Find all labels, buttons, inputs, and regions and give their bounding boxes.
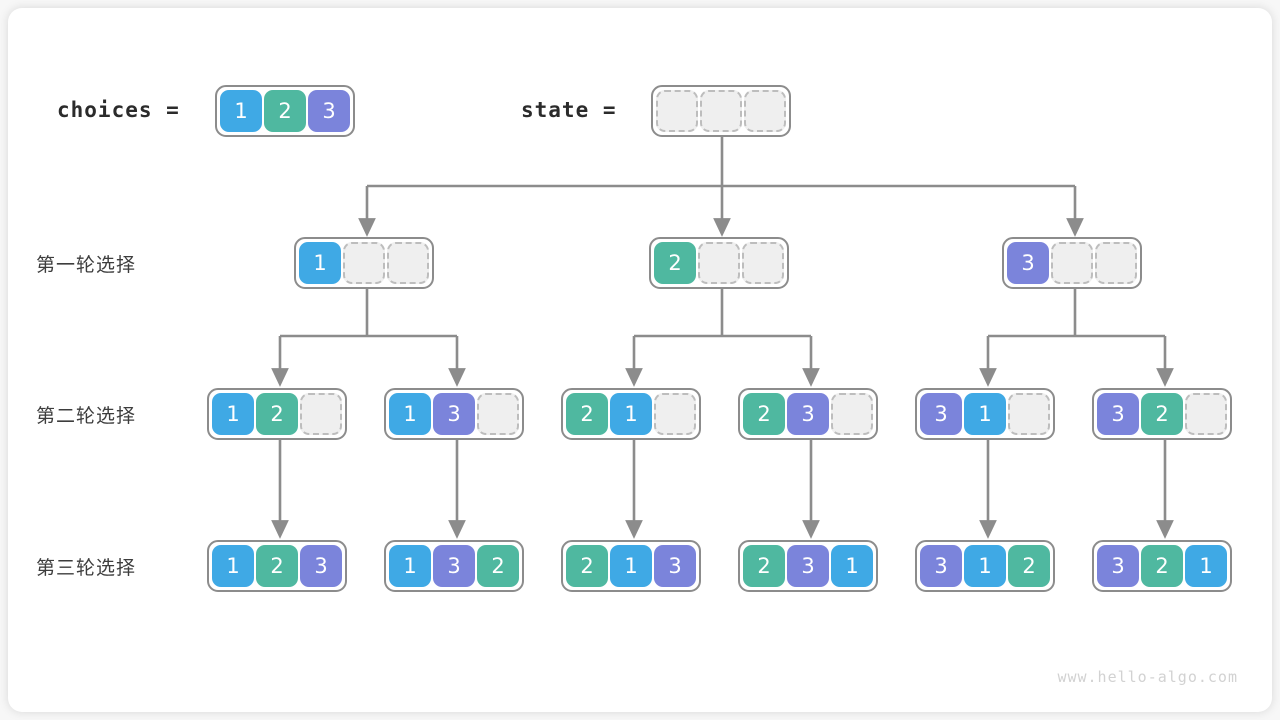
- array-cell-empty: [1051, 242, 1093, 284]
- array-cell-empty: [387, 242, 429, 284]
- array-cell-filled: 2: [256, 545, 298, 587]
- choices-label: choices =: [57, 98, 180, 122]
- array-cell-filled: 3: [300, 545, 342, 587]
- array-cell-filled: 1: [212, 393, 254, 435]
- array-cell-filled: 3: [1007, 242, 1049, 284]
- array-cell-filled: 1: [389, 545, 431, 587]
- array-cell-empty: [343, 242, 385, 284]
- array-cell-filled: 1: [299, 242, 341, 284]
- level1-array-3: 3: [1002, 237, 1142, 289]
- array-cell-filled: 3: [920, 393, 962, 435]
- array-cell-filled: 2: [477, 545, 519, 587]
- array-cell-filled: 3: [654, 545, 696, 587]
- array-cell-filled: 2: [1141, 393, 1183, 435]
- array-cell-filled: 3: [308, 90, 350, 132]
- state-label: state =: [521, 98, 617, 122]
- array-cell-empty: [656, 90, 698, 132]
- array-cell-filled: 2: [566, 393, 608, 435]
- level1-array-2: 2: [649, 237, 789, 289]
- watermark: www.hello-algo.com: [1057, 668, 1238, 686]
- array-cell-empty: [698, 242, 740, 284]
- array-cell-filled: 1: [1185, 545, 1227, 587]
- array-cell-empty: [700, 90, 742, 132]
- array-cell-filled: 1: [220, 90, 262, 132]
- array-cell-empty: [300, 393, 342, 435]
- array-cell-filled: 3: [787, 545, 829, 587]
- array-cell-filled: 3: [920, 545, 962, 587]
- array-cell-filled: 2: [654, 242, 696, 284]
- array-cell-filled: 3: [1097, 545, 1139, 587]
- array-cell-empty: [1185, 393, 1227, 435]
- array-cell-filled: 3: [1097, 393, 1139, 435]
- array-cell-filled: 3: [433, 393, 475, 435]
- array-cell-filled: 1: [389, 393, 431, 435]
- array-cell-filled: 1: [610, 393, 652, 435]
- row-label-round-3: 第三轮选择: [36, 558, 137, 579]
- array-cell-empty: [1095, 242, 1137, 284]
- array-cell-filled: 2: [264, 90, 306, 132]
- array-cell-empty: [654, 393, 696, 435]
- array-cell-filled: 1: [610, 545, 652, 587]
- array-cell-filled: 1: [831, 545, 873, 587]
- array-cell-filled: 1: [964, 545, 1006, 587]
- array-cell-empty: [477, 393, 519, 435]
- array-cell-filled: 1: [212, 545, 254, 587]
- state-array: [651, 85, 791, 137]
- array-cell-empty: [831, 393, 873, 435]
- array-cell-filled: 3: [787, 393, 829, 435]
- array-cell-filled: 2: [1141, 545, 1183, 587]
- array-cell-filled: 2: [743, 545, 785, 587]
- array-cell-filled: 2: [256, 393, 298, 435]
- row-label-round-2: 第二轮选择: [36, 406, 137, 427]
- array-cell-empty: [1008, 393, 1050, 435]
- array-cell-empty: [742, 242, 784, 284]
- array-cell-filled: 2: [566, 545, 608, 587]
- array-cell-filled: 1: [964, 393, 1006, 435]
- array-cell-filled: 2: [743, 393, 785, 435]
- array-cell-empty: [744, 90, 786, 132]
- array-cell-filled: 3: [433, 545, 475, 587]
- level1-array-1: 1: [294, 237, 434, 289]
- array-cell-filled: 2: [1008, 545, 1050, 587]
- row-label-round-1: 第一轮选择: [36, 255, 137, 276]
